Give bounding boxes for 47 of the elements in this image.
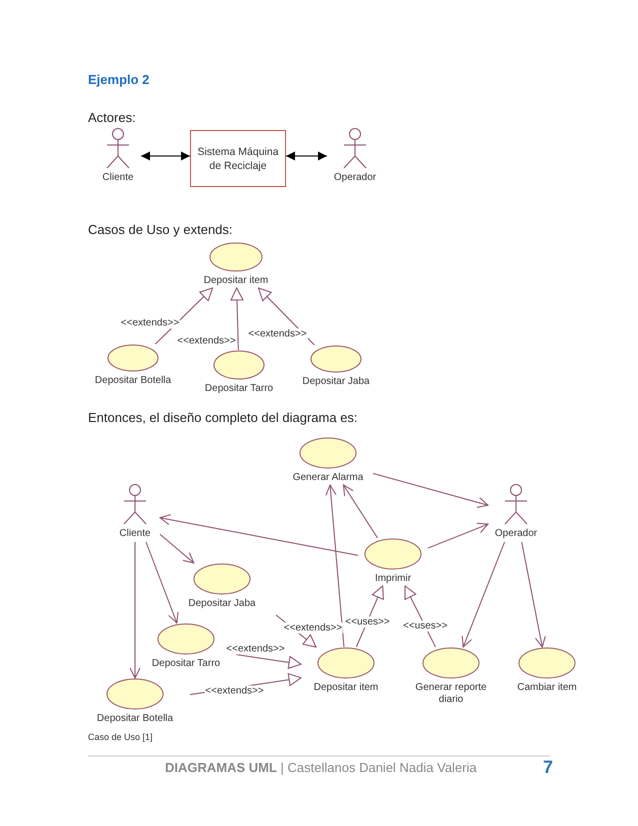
association-arrow [325,484,344,648]
edge-label: <<extends>> [282,622,344,634]
use-case-label: Generar reporte diario [414,682,488,706]
association-arrow [130,542,140,678]
edge-label: <<extends>> [247,328,308,339]
use-case-label: Generar Alarma [292,472,364,484]
edge-label: <<uses>> [402,620,448,631]
use-case-label: Depositar item [204,275,268,287]
association-arrow [160,534,194,564]
association-arrow [372,472,488,508]
section-heading: Actores: [88,110,136,125]
edge-label: <<extends>> [204,686,265,697]
association-arrow [521,542,546,648]
association-arrow [428,522,488,549]
use-case-label: Cambiar item [517,682,577,694]
double-arrow [286,152,328,160]
use-case-label: Depositar item [314,682,378,694]
figure-caption: Caso de Uso [1] [88,732,153,742]
generalization-arrow [154,288,214,344]
use-case-label: Depositar Jaba [302,376,370,388]
actor-label: Cliente [119,528,151,540]
edge-label: <<extends>> [225,644,286,655]
actor-label: Operador [494,528,538,540]
generalization-arrow [230,288,244,350]
edge-label: <<uses>> [344,616,391,627]
section-heading: Entonces, el diseño completo del diagrama es: [88,410,358,425]
use-case-label: Depositar Botella [94,375,172,387]
footer-text: DIAGRAMAS UML | Castellanos Daniel Nadia Valeria [165,760,477,775]
use-case-label: Depositar Tarro [204,383,274,395]
association-arrow [146,542,178,624]
actor-label: Operador [334,172,376,184]
association-arrow [160,514,358,556]
edge-label: <<extends>> [120,318,180,328]
section-heading: Casos de Uso y extends: [88,222,233,237]
heading: Ejemplo 2 [88,72,150,87]
use-case-label: Imprimir [374,573,412,585]
association-arrow [342,484,378,538]
association-arrow [462,542,506,648]
system-box: Sistema Máquina de Reciclaje [190,130,286,187]
generalization-arrow [236,654,302,669]
actor-label: Cliente [102,172,134,184]
use-case-label: Depositar Botella [96,713,174,725]
use-case-label: Depositar Jaba [188,598,256,610]
page-number: 7 [543,757,554,778]
edge-label: <<extends>> [176,336,237,346]
double-arrow [140,152,190,160]
use-case-label: Depositar Tarro [152,658,220,670]
